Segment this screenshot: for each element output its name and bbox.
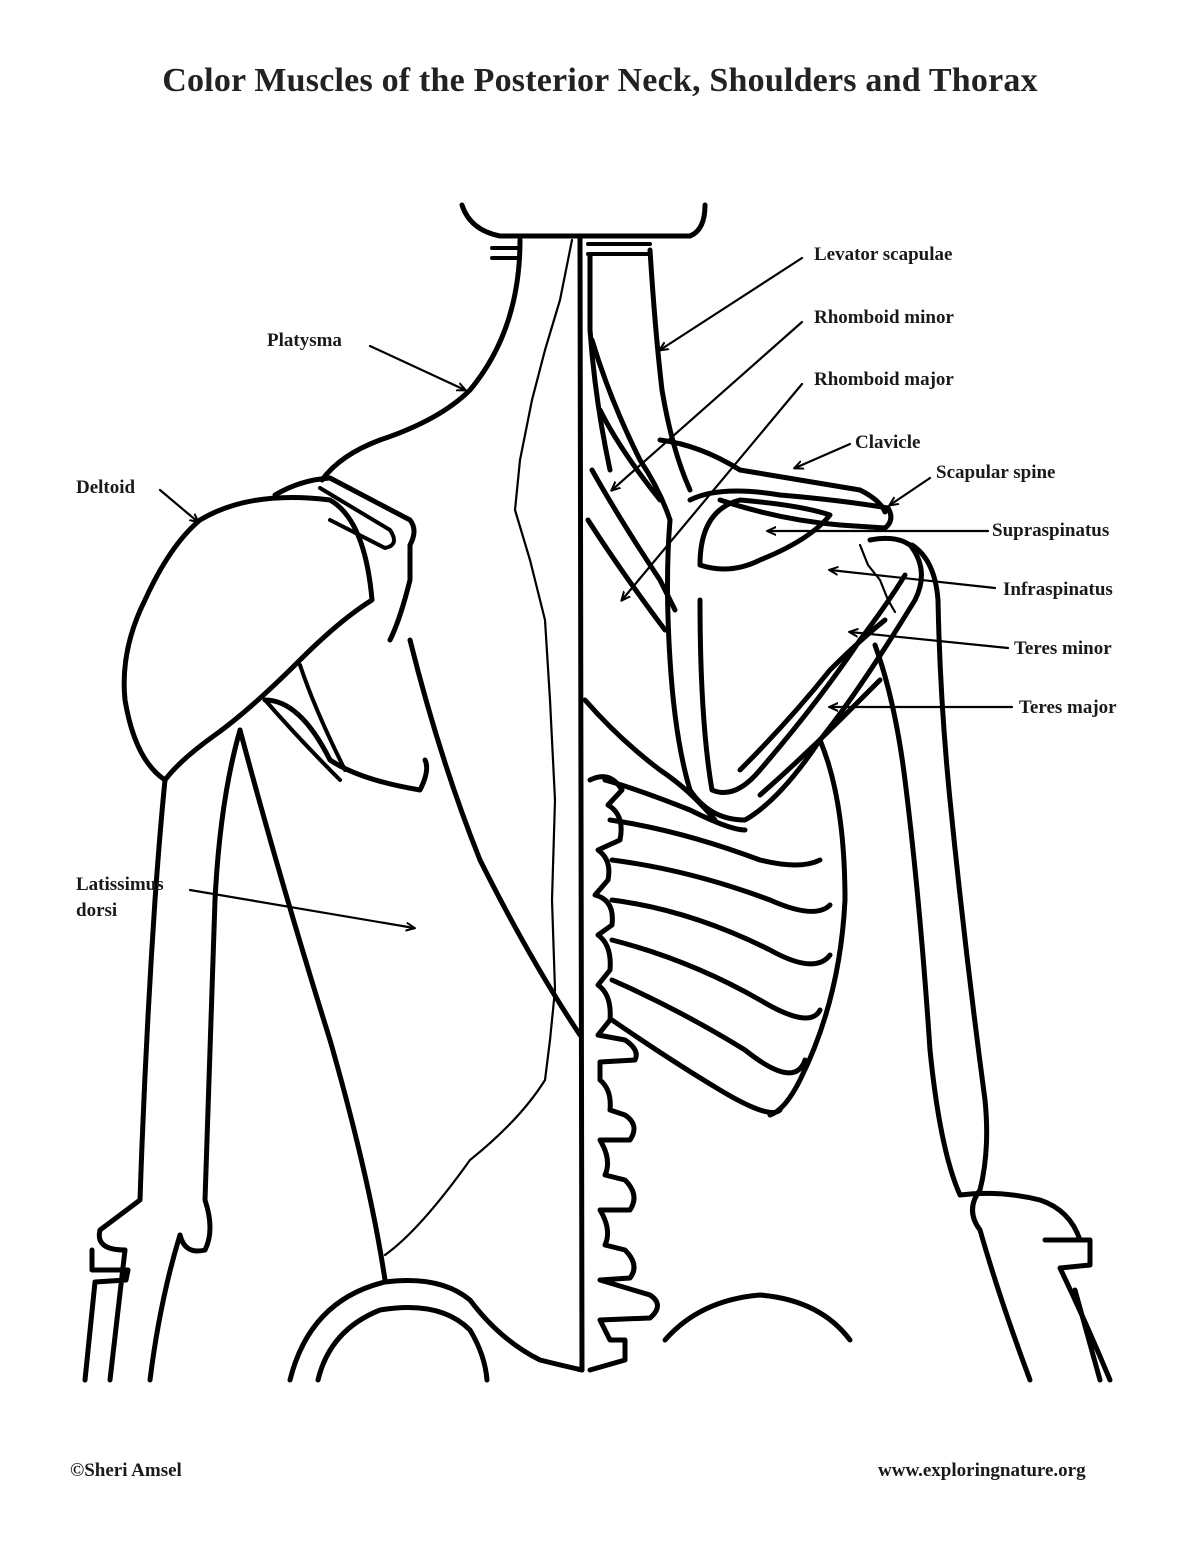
neck-ring-right	[586, 242, 652, 256]
label-latissimus-line1: Latissimus	[76, 874, 164, 895]
left-pelvis-inner	[315, 1305, 490, 1383]
website-link: www.exploringnature.org	[878, 1460, 1086, 1481]
deltoid-left	[121, 495, 375, 783]
scapular-spine	[687, 488, 894, 531]
label-deltoid: Deltoid	[76, 477, 136, 498]
label-supraspinatus: Supraspinatus	[992, 520, 1110, 541]
arrow-teres-minor	[850, 632, 1010, 650]
label-clavicle: Clavicle	[855, 432, 921, 453]
copyright: ©Sheri Amsel	[70, 1460, 182, 1481]
trapezius-left-outline	[319, 237, 523, 483]
left-pelvis	[287, 1277, 585, 1383]
label-teres-major: Teres major	[1019, 697, 1117, 718]
label-latissimus-line2: dorsi	[76, 900, 118, 921]
teres-minor	[737, 617, 888, 773]
arrow-clavicle	[795, 442, 852, 468]
right-humerus-inner	[872, 642, 1083, 1243]
infraspinatus-inner	[697, 572, 908, 795]
label-platysma: Platysma	[267, 330, 342, 351]
right-trapezius-line	[587, 253, 613, 473]
arrow-rhomboid-minor	[612, 320, 804, 490]
left-scapular-spine-ridge	[318, 486, 396, 550]
supraspinatus-outline	[697, 497, 833, 572]
scapula-outline	[665, 517, 924, 823]
label-scapular-spine: Scapular spine	[936, 462, 1056, 483]
rib-4	[609, 897, 833, 967]
neck-ring-left	[490, 246, 522, 260]
trapezius-left-inner-edge	[513, 238, 574, 1042]
rib-1	[602, 777, 748, 833]
ribcage-edge	[767, 737, 848, 1118]
label-levator-scapulae: Levator scapulae	[814, 244, 953, 265]
label-rhomboid-minor: Rhomboid minor	[814, 307, 954, 328]
arrow-rhomboid-major	[622, 382, 804, 600]
arrow-levator-scapulae	[660, 256, 804, 350]
head-base	[459, 202, 708, 239]
arrow-scapular-spine	[890, 476, 932, 505]
arrow-latissimus	[188, 888, 414, 928]
rib-6	[609, 977, 808, 1076]
label-infraspinatus: Infraspinatus	[1003, 579, 1113, 600]
teres-left-lines	[263, 663, 347, 782]
rib-5	[609, 937, 823, 1021]
left-humerus-inner	[177, 727, 243, 1254]
arrow-deltoid	[158, 488, 198, 522]
clavicle	[657, 437, 888, 515]
arrow-infraspinatus	[830, 570, 997, 590]
latissimus-left-upper	[262, 697, 430, 793]
left-acromion	[272, 475, 417, 643]
infraspinatus-jag	[858, 543, 897, 614]
page-title: Color Muscles of the Posterior Neck, Sho…	[162, 62, 1038, 99]
left-forearm	[82, 1232, 183, 1383]
midline	[577, 233, 585, 1373]
rib-2	[607, 817, 823, 868]
left-humerus-outer	[96, 777, 168, 1253]
latissimus-left-outer	[237, 727, 388, 1283]
levator-scapulae	[647, 247, 693, 493]
rib-3	[609, 857, 833, 914]
rhomboid-minor	[589, 337, 673, 523]
label-rhomboid-major: Rhomboid major	[814, 369, 954, 390]
label-teres-minor: Teres minor	[1014, 638, 1112, 659]
rib-7	[609, 1017, 783, 1115]
rhomboid-lower	[582, 697, 718, 823]
trapezius-left-lower	[407, 637, 583, 1038]
right-pelvis	[662, 1292, 853, 1343]
teres-major	[757, 677, 883, 798]
right-forearm	[977, 1227, 1113, 1383]
arrow-platysma	[368, 344, 465, 390]
vertebrae	[587, 774, 660, 1373]
rhomboid-major	[585, 467, 678, 633]
latissimus-left-lower-edge	[383, 1038, 552, 1257]
right-humerus-outer	[909, 542, 990, 1233]
